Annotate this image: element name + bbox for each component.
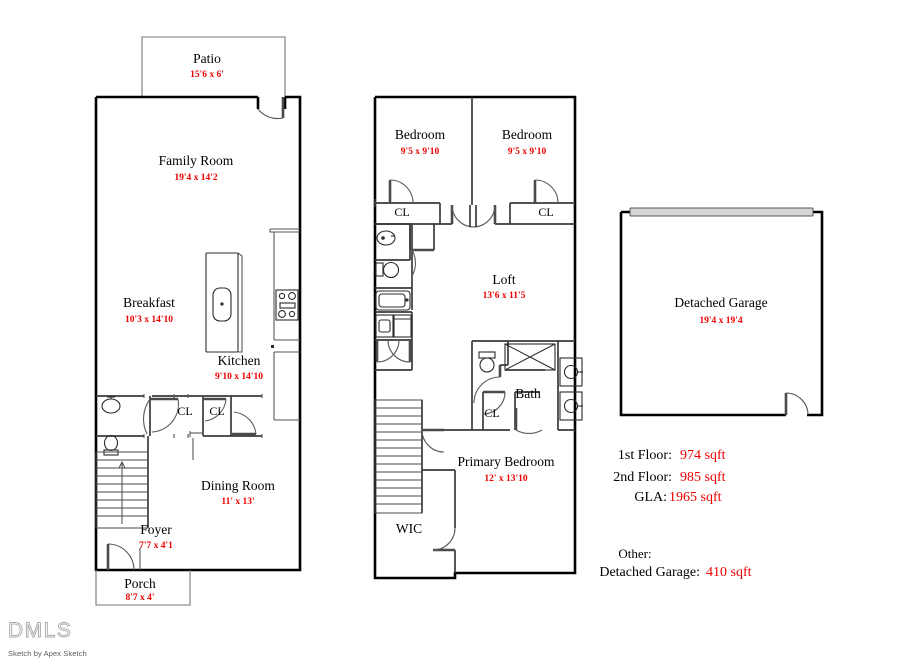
primary-bedroom-label: Primary Bedroom (457, 454, 555, 469)
detached-garage-group: Detached Garage 19'4 x 19'4 (619, 207, 824, 417)
detached-garage-label: Detached Garage (674, 295, 767, 310)
first-floor-group: Patio 15'6 x 6' (94, 36, 302, 606)
summary-other-row-0-value: 410 sqft (706, 565, 752, 580)
area-summary: 1st Floor: 974 sqft 2nd Floor: 985 sqft … (599, 448, 751, 580)
patio-dimension: 15'6 x 6' (190, 70, 224, 80)
hall-bath-toilet-icon (375, 261, 400, 279)
front-door (106, 543, 141, 571)
kitchen-counter-run (269, 228, 300, 421)
bedroom-1-dimension: 9'5 x 9'10 (401, 147, 440, 157)
loft-label: Loft (492, 272, 515, 287)
family-room-label: Family Room (159, 153, 234, 168)
patio-label: Patio (193, 51, 221, 66)
powder-room-walls (96, 394, 188, 438)
powder-sink-icon (101, 396, 121, 414)
wic-label: WIC (396, 521, 422, 536)
kitchen-island (205, 252, 243, 353)
dining-room-label: Dining Room (201, 478, 275, 493)
bedroom-2-label: Bedroom (502, 127, 553, 142)
summary-other-heading: Other: (618, 546, 651, 561)
porch-label: Porch (124, 576, 156, 591)
closet-4-label: CL (538, 205, 553, 219)
foyer-dimension: 7'7 x 4'1 (139, 541, 173, 551)
loft-dimension: 13'6 x 11'5 (483, 291, 526, 301)
garage-door-icon (629, 207, 814, 217)
wic-walls (422, 469, 456, 573)
second-floor-group: Bedroom 9'5 x 9'10 Bedroom 9'5 x 9'10 CL… (373, 95, 583, 580)
primary-bath-walls (471, 340, 583, 434)
mls-logo: DMLS (8, 619, 73, 642)
primary-toilet-icon (478, 351, 496, 373)
bathtub-icon (375, 290, 411, 311)
closet-block-walls (187, 394, 263, 460)
porch-dimension: 8'7 x 4' (125, 593, 154, 603)
hall-bath-walls (375, 223, 435, 371)
range-icon (275, 289, 299, 321)
family-room-dimension: 19'4 x 14'2 (174, 173, 218, 183)
detached-garage-dimension: 19'4 x 19'4 (699, 316, 743, 326)
summary-row-0-label: 1st Floor: (618, 448, 672, 463)
closet-4-walls (495, 179, 575, 225)
closet-2-label: CL (209, 404, 224, 418)
summary-row-2-value: 1965 sqft (669, 490, 722, 505)
primary-bedroom-dimension: 12' x 13'10 (484, 474, 528, 484)
summary-other-row-0-label: Detached Garage: (599, 565, 700, 580)
breakfast-dimension: 10'3 x 14'10 (125, 315, 173, 325)
patio-outline (141, 36, 286, 97)
bedroom-2-dimension: 9'5 x 9'10 (508, 147, 547, 157)
washer-dryer-icon (375, 314, 412, 338)
first-floor-stairs (95, 436, 149, 529)
hall-bath-sink-icon (376, 230, 396, 246)
breakfast-label: Breakfast (123, 295, 175, 310)
summary-row-0-value: 974 sqft (680, 448, 726, 463)
kitchen-label: Kitchen (218, 353, 261, 368)
primary-vanity-icon (559, 357, 583, 421)
bedroom-1-label: Bedroom (395, 127, 446, 142)
porch-outline (95, 570, 191, 606)
closet-5-label: CL (484, 406, 499, 420)
closet-3-walls (374, 179, 452, 225)
closet-1-label: CL (177, 404, 192, 418)
sketch-credit: Sketch by Apex Sketch (8, 649, 87, 658)
dining-room-dimension: 11' x 13' (221, 497, 254, 507)
bedroom-doors (450, 204, 497, 228)
closet-3-label: CL (394, 205, 409, 219)
summary-row-2-label: GLA: (634, 490, 667, 505)
bath-label: Bath (515, 386, 541, 401)
footer: DMLS Sketch by Apex Sketch (6, 620, 306, 658)
summary-row-1-label: 2nd Floor: (613, 470, 672, 485)
foyer-label: Foyer (140, 522, 172, 537)
kitchen-dimension: 9'10 x 14'10 (215, 372, 263, 382)
first-floor-envelope (94, 95, 302, 572)
summary-row-1-value: 985 sqft (680, 470, 726, 485)
second-floor-stairs (374, 399, 472, 514)
